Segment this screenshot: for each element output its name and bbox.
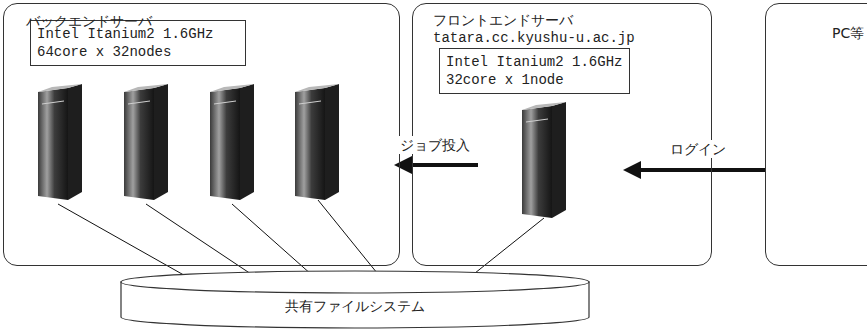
cylinder-top	[121, 271, 589, 293]
node-title: フロントエンドサーバ	[433, 11, 573, 29]
server-tower	[124, 84, 168, 200]
node-title: バックエンドサーバ	[26, 12, 152, 30]
flow-arrow	[412, 163, 478, 167]
node-title: PC等	[832, 24, 864, 42]
storage-cylinder: 共有ファイルシステム	[120, 270, 590, 330]
server-group-box: Intel Itanium2 1.6GHz 32core x 1node フロント…	[412, 3, 712, 266]
node-title: Intel Itanium2 1.6GHz 64core x 32nodes	[37, 25, 239, 61]
node-title: 共有ファイルシステム	[120, 297, 590, 315]
server-group-box: Intel Itanium2 1.6GHz 64core x 32nodesバッ…	[3, 3, 400, 266]
server-tower	[38, 84, 82, 200]
arrow-label: ジョブ投入	[398, 136, 472, 154]
server-tower	[295, 84, 339, 200]
spec-box: Intel Itanium2 1.6GHz 32core x 1node	[439, 48, 630, 94]
node-subtitle: tatara.cc.kyushu-u.ac.jp	[433, 29, 635, 47]
server-group-box: PC等	[765, 3, 867, 266]
server-tower	[522, 102, 566, 218]
arrow-label: ログイン	[668, 140, 728, 158]
server-tower	[210, 84, 254, 200]
flow-arrow	[641, 168, 765, 172]
node-title: Intel Itanium2 1.6GHz 32core x 1node	[446, 53, 624, 89]
